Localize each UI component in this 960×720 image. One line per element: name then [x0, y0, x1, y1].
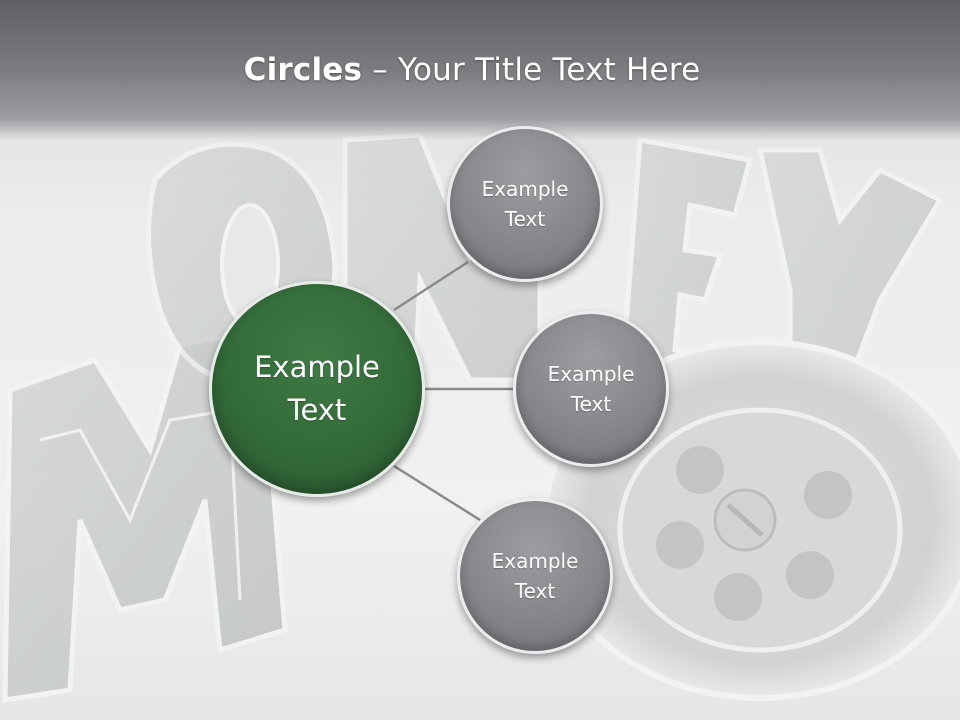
hub-circle: Example Text: [209, 281, 425, 497]
satellite-circle-2: Example Text: [513, 311, 669, 467]
satellite-circle-1: Example Text: [447, 126, 603, 282]
hub-label: Example Text: [254, 346, 380, 432]
title-bold: Circles: [243, 52, 363, 88]
hub-label-line2: Text: [287, 393, 347, 427]
slide-title: Circles – Your Title Text Here: [0, 52, 944, 88]
connector-3: [393, 464, 481, 522]
hub-label-line1: Example: [254, 350, 380, 384]
satellite-3-line1: Example: [491, 549, 579, 573]
satellite-2-line1: Example: [547, 362, 635, 386]
satellite-2-label: Example Text: [548, 359, 635, 419]
satellite-3-label: Example Text: [492, 546, 579, 606]
connector-1: [393, 260, 469, 312]
satellite-1-label: Example Text: [482, 174, 569, 234]
satellite-1-line1: Example: [481, 177, 569, 201]
satellite-3-line2: Text: [514, 579, 556, 603]
satellite-1-line2: Text: [504, 207, 546, 231]
title-band: [0, 0, 960, 140]
satellite-2-line2: Text: [570, 392, 612, 416]
satellite-circle-3: Example Text: [457, 498, 613, 654]
title-rest: – Your Title Text Here: [362, 52, 701, 88]
